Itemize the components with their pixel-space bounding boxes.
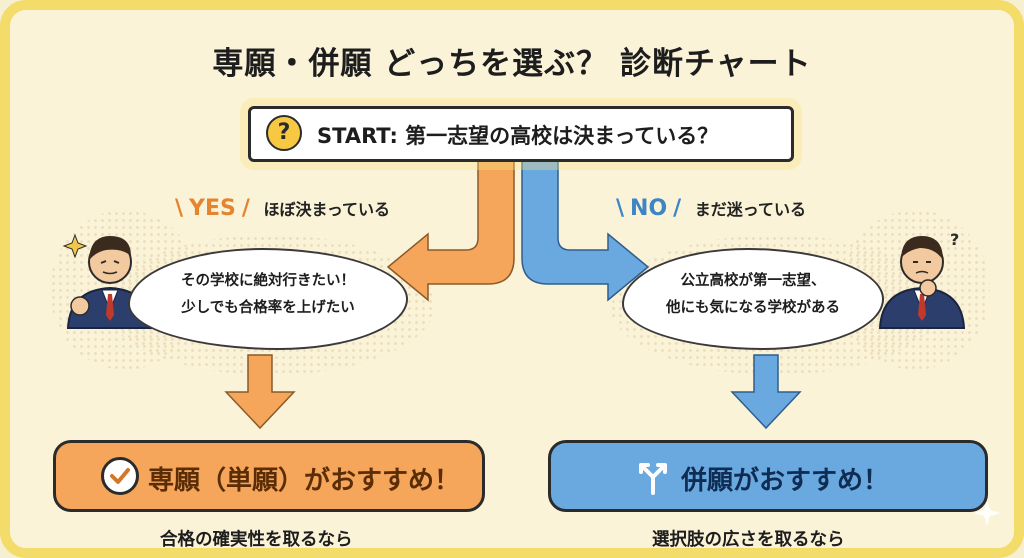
no-thought-line1: 公立高校が第一志望、 bbox=[680, 273, 826, 289]
start-question-box: ? START: 第一志望の高校は決まっている？ bbox=[248, 106, 794, 162]
yes-thought-cloud bbox=[128, 248, 408, 350]
result-senkan-box: 専願（単願）がおすすめ！ bbox=[53, 440, 485, 512]
no-branch-text: まだ迷っている bbox=[694, 200, 806, 219]
yes-branch-text: ほぼ決まっている bbox=[263, 200, 391, 219]
confident-student-icon bbox=[62, 233, 154, 329]
no-arrow bbox=[521, 151, 650, 302]
no-thought-cloud bbox=[622, 248, 884, 350]
svg-text:?: ? bbox=[950, 230, 959, 249]
yes-arrow bbox=[386, 151, 515, 302]
no-down-arrow bbox=[730, 354, 802, 430]
result-senkan-caption: 合格の確実性を取るなら bbox=[160, 530, 353, 550]
check-icon bbox=[101, 457, 139, 495]
flow-arrows: ? bbox=[62, 151, 1000, 526]
result-heigan-caption: 選択肢の広さを取るなら bbox=[652, 530, 845, 550]
result-senkan-label: 専願（単願）がおすすめ！ bbox=[148, 466, 461, 496]
question-icon: ? bbox=[266, 115, 302, 151]
yes-thought-line2: 少しでも合格率を上げたい bbox=[181, 300, 355, 316]
no-thought-text: 公立高校が第一志望、 他にも気になる学校がある bbox=[630, 268, 876, 322]
yes-branch-label: \YES/ ほぼ決まっている bbox=[175, 196, 391, 221]
fork-icon bbox=[639, 463, 667, 495]
yes-thought-text: その学校に絶対行きたい！ 少しでも合格率を上げたい bbox=[138, 268, 398, 322]
no-branch-label: \NO/ まだ迷っている bbox=[616, 196, 806, 221]
start-question-text: START: 第一志望の高校は決まっている？ bbox=[317, 124, 719, 148]
sparkle-icon bbox=[974, 500, 1000, 526]
yes-thought-line1: その学校に絶対行きたい！ bbox=[181, 273, 355, 289]
result-heigan-label: 併願がおすすめ！ bbox=[681, 466, 890, 496]
thinking-student-icon: ? bbox=[878, 230, 966, 329]
page-title: 専願・併願 どっちを選ぶ？ 診断チャート bbox=[212, 46, 812, 82]
result-heigan-box: 併願がおすすめ！ bbox=[548, 440, 988, 512]
no-thought-line2: 他にも気になる学校がある bbox=[666, 300, 840, 316]
yes-down-arrow bbox=[224, 354, 296, 430]
